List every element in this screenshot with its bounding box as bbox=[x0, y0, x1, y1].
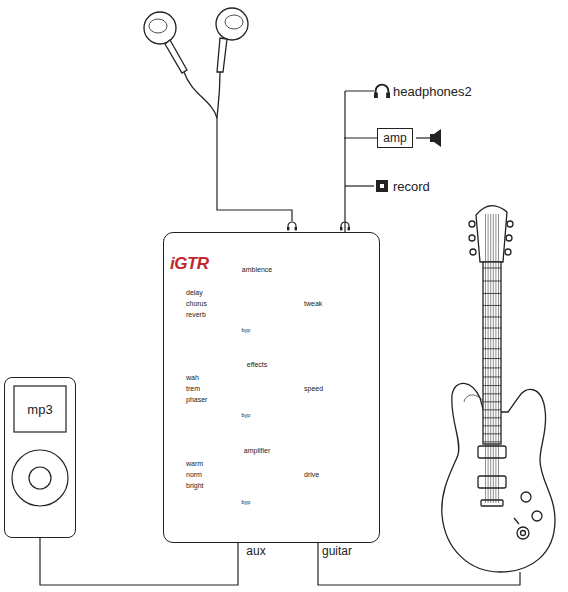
earbuds bbox=[225, 15, 243, 29]
igtr-housing: iGTR ambience delay chorus reverb tweak byp eff… bbox=[163, 232, 380, 543]
mp3-player: mp3 bbox=[4, 377, 76, 538]
control-label: trem bbox=[186, 385, 200, 392]
guitar bbox=[532, 511, 542, 521]
control-label: warm bbox=[186, 460, 203, 467]
speaker-symbol bbox=[430, 129, 441, 147]
port-label: aux bbox=[246, 545, 265, 557]
player-face bbox=[4, 377, 76, 538]
speaker-symbol bbox=[430, 134, 434, 142]
guitar bbox=[505, 249, 511, 255]
control-label: phaser bbox=[186, 396, 207, 403]
control-label: byp bbox=[242, 500, 251, 506]
control-label: norm bbox=[186, 471, 202, 478]
guitar bbox=[506, 235, 512, 241]
guitar bbox=[490, 214, 491, 503]
wires bbox=[345, 185, 374, 186]
earbuds bbox=[217, 72, 220, 118]
control-label: byp bbox=[242, 328, 251, 334]
guitar bbox=[481, 500, 503, 506]
guitar bbox=[476, 206, 507, 262]
earbuds bbox=[144, 12, 176, 44]
control-label: bright bbox=[186, 482, 204, 489]
guitar bbox=[478, 446, 506, 458]
record-symbol bbox=[376, 180, 388, 192]
guitar bbox=[514, 518, 519, 524]
brand-logo: iGTR bbox=[170, 255, 209, 272]
guitar bbox=[478, 476, 506, 488]
earbuds bbox=[144, 8, 248, 118]
earbuds bbox=[165, 40, 187, 73]
guitar bbox=[470, 249, 476, 255]
guitar bbox=[521, 531, 526, 536]
control-label: wah bbox=[186, 374, 199, 381]
guitar bbox=[485, 214, 486, 503]
control-label: delay bbox=[186, 289, 203, 296]
guitar bbox=[442, 206, 555, 572]
port-label: guitar bbox=[322, 545, 352, 557]
earbuds bbox=[149, 19, 167, 33]
guitar bbox=[486, 214, 499, 503]
guitar bbox=[493, 214, 494, 503]
wires bbox=[416, 137, 430, 138]
node-label: amp bbox=[383, 132, 406, 144]
control-label: reverb bbox=[186, 311, 206, 318]
headphone-symbol bbox=[374, 85, 390, 98]
guitar bbox=[517, 527, 529, 539]
speaker-symbol bbox=[434, 129, 441, 147]
cable bbox=[345, 138, 377, 232]
guitar bbox=[495, 214, 496, 503]
guitar bbox=[469, 235, 475, 241]
record-symbol bbox=[376, 180, 388, 192]
control-label: byp bbox=[242, 413, 251, 419]
guitar bbox=[498, 214, 499, 503]
control-label: ambience bbox=[242, 266, 272, 273]
amp-box: amp bbox=[377, 128, 413, 148]
output-label: headphones2 bbox=[393, 85, 472, 98]
cable bbox=[40, 538, 238, 585]
guitar bbox=[507, 221, 513, 227]
control-label: tweak bbox=[304, 300, 322, 307]
wires bbox=[217, 118, 292, 221]
output-label: record bbox=[393, 180, 430, 193]
headphone-symbol bbox=[374, 85, 390, 98]
guitar bbox=[521, 492, 531, 502]
earbuds bbox=[184, 72, 217, 118]
node-label: mp3 bbox=[27, 403, 52, 416]
jack-symbol bbox=[287, 222, 297, 230]
control-label: drive bbox=[304, 471, 319, 478]
guitar bbox=[469, 221, 475, 227]
control-label: effects bbox=[247, 361, 268, 368]
control-label: amplifier bbox=[244, 447, 270, 454]
wires bbox=[345, 91, 374, 139]
control-label: chorus bbox=[186, 300, 207, 307]
record-symbol bbox=[380, 184, 384, 188]
earbuds bbox=[217, 38, 227, 72]
control-label: speed bbox=[304, 385, 323, 392]
guitar bbox=[488, 214, 489, 503]
earbuds bbox=[216, 8, 248, 40]
